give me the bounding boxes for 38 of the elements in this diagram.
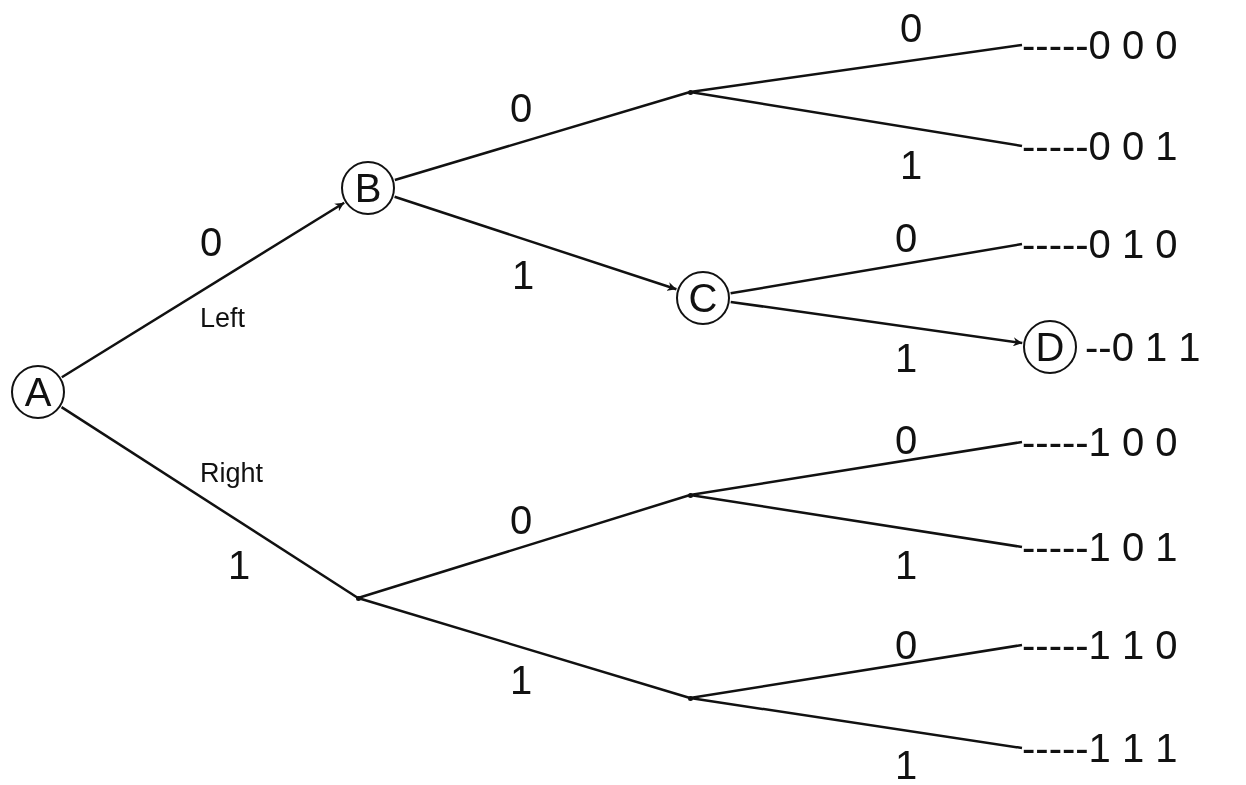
branch-label: Right [200,460,264,487]
branch-point [687,492,693,498]
arrow [730,300,1023,347]
edge-label: 0 [895,218,918,258]
branch-point [687,89,693,95]
code-text: -----1 0 1 [1022,523,1178,571]
edge-label: 1 [228,545,251,585]
edge-label: 0 [510,500,533,540]
edge-label: 0 [200,222,223,262]
branch-line [730,242,1023,295]
code-text: -----1 1 0 [1022,621,1178,669]
edge-label: 0 [900,8,923,48]
branch-point [687,695,693,701]
branch-label: Left [200,305,246,332]
edge-label: 1 [895,745,918,785]
branch-line [60,406,359,600]
edge-label: 0 [510,88,533,128]
node-circle: D [1023,320,1077,374]
code-text: --0 1 1 [1085,324,1201,371]
code-text: -----1 1 1 [1022,724,1178,772]
edge-label: 0 [895,625,918,665]
node-circle: C [676,271,730,325]
branch-line [394,90,691,182]
branch-point [355,595,361,601]
edge-label: 1 [900,145,923,185]
code-text: -----0 0 1 [1022,122,1178,170]
code-text: -----1 0 0 [1022,418,1178,466]
edge-label: 0 [895,420,918,460]
code-text: -----0 1 0 [1022,220,1178,268]
edge-label: 1 [510,660,533,700]
edge-label: 1 [895,338,918,378]
code-text: -----0 0 0 [1022,21,1178,69]
edge-label: 1 [895,545,918,585]
arrow [394,195,677,291]
node-circle: B [341,161,395,215]
arrow [61,201,345,379]
node-circle: A [11,365,65,419]
edge-label: 1 [512,255,535,295]
